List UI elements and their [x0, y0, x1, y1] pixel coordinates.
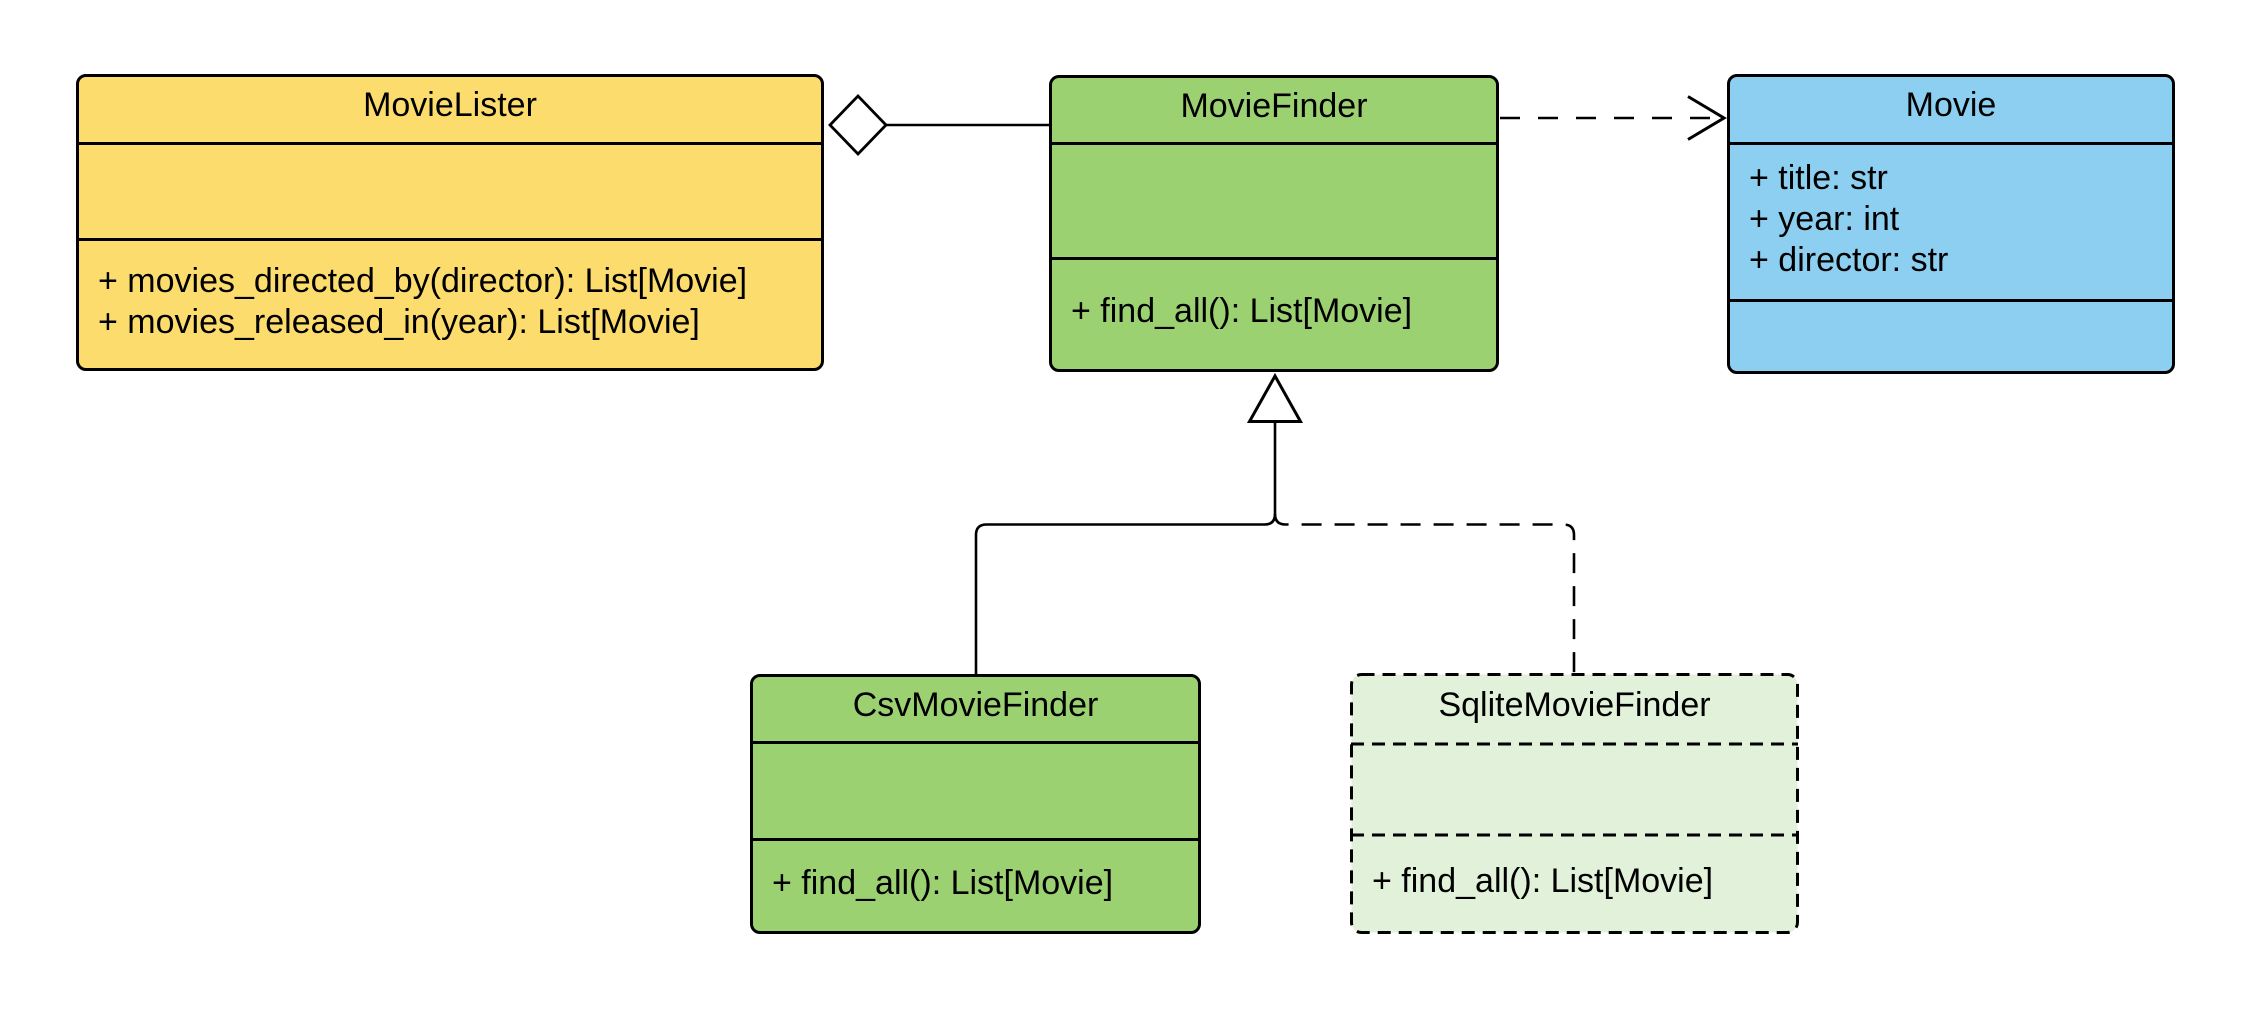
realization-line[interactable] — [1273, 513, 1576, 674]
methods-compartment — [1730, 302, 2172, 371]
compartment-separator — [753, 741, 1198, 744]
compartment-separator — [753, 838, 1198, 841]
attribute-label: + title: str — [1749, 158, 1888, 197]
class-name: CsvMovieFinder — [852, 685, 1099, 724]
attributes-compartment — [1052, 145, 1496, 257]
class-csvmoviefinder[interactable]: CsvMovieFinder + find_all(): List[Movie] — [750, 674, 1201, 934]
method-label: + movies_released_in(year): List[Movie] — [98, 302, 700, 341]
edge-generalization-csvmoviefinder-moviefinder[interactable] — [974, 372, 1304, 675]
methods-compartment: + find_all(): List[Movie] — [753, 838, 1198, 928]
compartment-separator — [79, 238, 821, 241]
attributes-compartment: + title: str + year: int + director: str — [1730, 142, 2172, 296]
attributes-compartment — [1353, 745, 1796, 834]
dashed-node-rect — [1350, 673, 1799, 934]
attributes-compartment — [79, 145, 821, 238]
methods-compartment: + movies_directed_by(director): List[Mov… — [79, 238, 821, 365]
hollow-diamond-icon — [828, 93, 888, 157]
attribute-label: + year: int — [1749, 199, 1900, 238]
class-name: MovieLister — [363, 86, 537, 124]
attributes-compartment — [753, 744, 1198, 838]
class-sqlitemoviefinder[interactable]: SqliteMovieFinder + find_all(): List[Mov… — [1350, 673, 1799, 934]
hollow-triangle-icon — [1246, 372, 1304, 423]
generalization-line[interactable] — [974, 421, 1277, 675]
method-label: + find_all(): List[Movie] — [772, 863, 1114, 902]
class-name: Movie — [1905, 86, 1997, 124]
class-name: SqliteMovieFinder — [1438, 685, 1711, 724]
open-arrowhead-icon — [1687, 95, 1727, 141]
edge-aggregation-movielister-moviefinder[interactable] — [828, 93, 1051, 157]
method-label: + find_all(): List[Movie] — [1372, 861, 1714, 900]
compartment-separator — [1052, 142, 1496, 145]
methods-compartment: + find_all(): List[Movie] — [1353, 834, 1796, 928]
sqlitemoviefinder-outline — [1350, 673, 1799, 934]
class-name: MovieFinder — [1180, 86, 1368, 125]
edge-realization-sqlitemoviefinder-moviefinder[interactable] — [1273, 513, 1576, 674]
class-movie[interactable]: Movie + title: str + year: int + directo… — [1727, 74, 2175, 374]
class-movielister[interactable]: MovieLister + movies_directed_by(directo… — [76, 74, 824, 371]
edge-dependency-moviefinder-movie[interactable] — [1500, 95, 1727, 141]
compartment-separator — [1730, 299, 2172, 302]
methods-compartment: + find_all(): List[Movie] — [1052, 257, 1496, 366]
compartment-separator — [1052, 257, 1496, 260]
attribute-label: + director: str — [1749, 240, 1949, 279]
class-moviefinder[interactable]: MovieFinder + find_all(): List[Movie] — [1049, 75, 1499, 372]
method-label: + movies_directed_by(director): List[Mov… — [98, 261, 748, 300]
compartment-separator — [1730, 142, 2172, 145]
compartment-separator — [79, 142, 821, 145]
method-label: + find_all(): List[Movie] — [1071, 292, 1413, 330]
